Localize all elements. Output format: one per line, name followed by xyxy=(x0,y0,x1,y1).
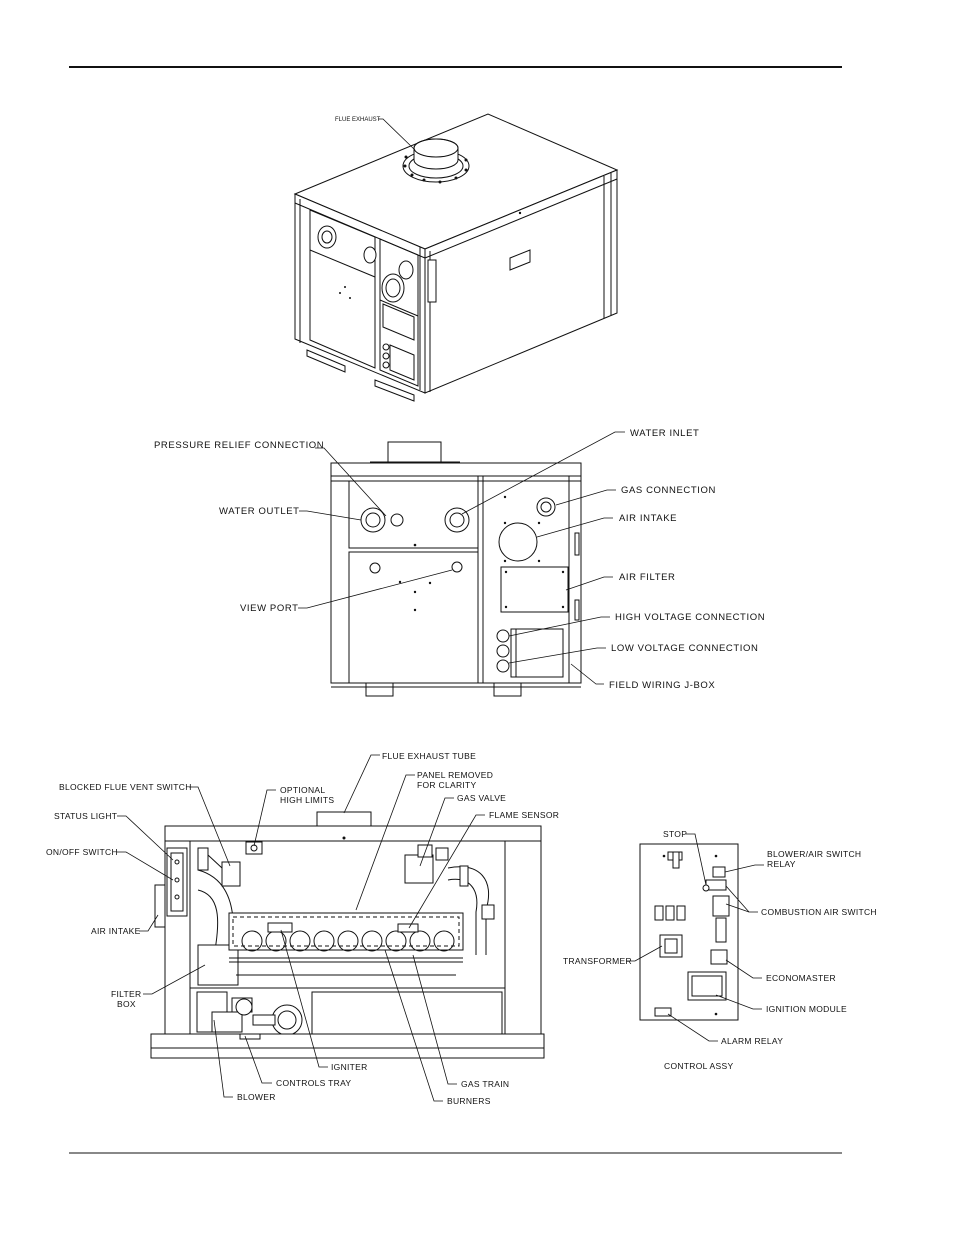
label-panel-removed-line2: FOR CLARITY xyxy=(417,780,477,790)
front-view-drawing xyxy=(330,441,582,697)
label-water-inlet: WATER INLET xyxy=(630,428,699,439)
leader-flue-exhaust-tube xyxy=(343,754,380,814)
label-controls-tray: CONTROLS TRAY xyxy=(276,1078,351,1088)
leader-water-outlet xyxy=(299,510,362,521)
label-optional-high-limits-line2: HIGH LIMITS xyxy=(280,795,334,805)
label-burners: BURNERS xyxy=(447,1096,491,1106)
label-gas-valve: GAS VALVE xyxy=(457,793,506,803)
label-optional-high-limits-line1: OPTIONAL xyxy=(280,785,325,795)
leader-igniter xyxy=(280,929,328,1068)
label-blower-air-switch-relay-line1: BLOWER/AIR SWITCH xyxy=(767,849,861,859)
leader-water-inlet xyxy=(461,431,625,515)
leader-air-filter xyxy=(565,576,613,591)
label-flue-exhaust-tube: FLUE EXHAUST TUBE xyxy=(382,751,476,761)
leader-burners xyxy=(384,949,443,1102)
label-flame-sensor: FLAME SENSOR xyxy=(489,810,559,820)
label-air-filter: AIR FILTER xyxy=(619,572,676,583)
label-gas-connection: GAS CONNECTION xyxy=(621,485,716,496)
leader-gas-connection xyxy=(555,489,616,506)
leader-panel-removed xyxy=(355,774,415,911)
label-economaster: ECONOMASTER xyxy=(766,973,836,983)
label-gas-train: GAS TRAIN xyxy=(461,1079,509,1089)
leader-pressure-relief-connection xyxy=(315,447,387,517)
leader-field-wiring-j-box xyxy=(570,663,604,685)
leader-high-voltage-connection xyxy=(508,616,610,637)
label-blocked-flue-vent-switch: BLOCKED FLUE VENT SWITCH xyxy=(59,782,192,792)
label-air-intake-front: AIR INTAKE xyxy=(619,513,677,524)
label-high-voltage-connection: HIGH VOLTAGE CONNECTION xyxy=(615,612,765,623)
interior-view-drawing xyxy=(150,811,545,1059)
leader-economaster xyxy=(725,959,762,979)
label-ignition-module: IGNITION MODULE xyxy=(766,1004,847,1014)
label-panel-removed-line1: PANEL REMOVED xyxy=(417,770,493,780)
leader-flue-exhaust-iso xyxy=(378,118,416,151)
leader-air-intake-interior xyxy=(139,914,159,932)
label-igniter: IGNITER xyxy=(331,1062,368,1072)
leader-air-intake-front xyxy=(536,517,613,538)
leader-controls-tray xyxy=(244,1035,272,1084)
label-water-outlet: WATER OUTLET xyxy=(219,506,300,517)
label-pressure-relief-connection: PRESSURE RELIEF CONNECTION xyxy=(154,440,324,451)
label-low-voltage-connection: LOW VOLTAGE CONNECTION xyxy=(611,643,758,654)
label-alarm-relay: ALARM RELAY xyxy=(721,1036,783,1046)
leader-flame-sensor xyxy=(408,814,485,929)
leader-gas-valve xyxy=(419,797,454,867)
label-status-light: STATUS LIGHT xyxy=(54,811,117,821)
leader-gas-train xyxy=(412,954,457,1085)
leader-on-off-switch xyxy=(117,851,174,881)
leader-view-port xyxy=(298,569,453,609)
leader-ignition-module xyxy=(715,994,762,1010)
label-blower: BLOWER xyxy=(237,1092,276,1102)
leader-combustion-air-switch-2 xyxy=(725,903,750,913)
label-blower-air-switch-relay-line2: RELAY xyxy=(767,859,796,869)
leader-transformer xyxy=(626,945,663,962)
label-filter-box-line2: BOX xyxy=(117,999,136,1009)
label-air-intake-interior: AIR INTAKE xyxy=(91,926,141,936)
leader-low-voltage-connection xyxy=(508,647,606,664)
leader-status-light xyxy=(117,815,174,861)
caption-control-assy: CONTROL ASSY xyxy=(664,1061,733,1071)
label-view-port: VIEW PORT xyxy=(240,603,299,614)
leader-blocked-flue-vent-switch xyxy=(189,786,231,867)
control-assy-drawing xyxy=(639,843,739,1021)
label-filter-box-line1: FILTER xyxy=(111,989,141,999)
leader-stop xyxy=(686,833,707,886)
burner-tubes xyxy=(241,930,455,952)
leader-filter-box xyxy=(143,964,206,995)
label-combustion-air-switch: COMBUSTION AIR SWITCH xyxy=(761,907,877,917)
leader-blower xyxy=(213,1019,233,1098)
leader-alarm-relay xyxy=(667,1013,718,1042)
leader-blower-air-switch-relay xyxy=(724,864,764,873)
label-flue-exhaust-iso: FLUE EXHAUST xyxy=(335,117,381,123)
label-on-off-switch: ON/OFF SWITCH xyxy=(46,847,118,857)
leader-optional-high-limits xyxy=(253,789,276,847)
label-field-wiring-j-box: FIELD WIRING J-BOX xyxy=(609,680,715,691)
label-stop: STOP xyxy=(663,829,687,839)
isometric-heater-drawing xyxy=(293,113,619,402)
label-transformer: TRANSFORMER xyxy=(563,956,632,966)
